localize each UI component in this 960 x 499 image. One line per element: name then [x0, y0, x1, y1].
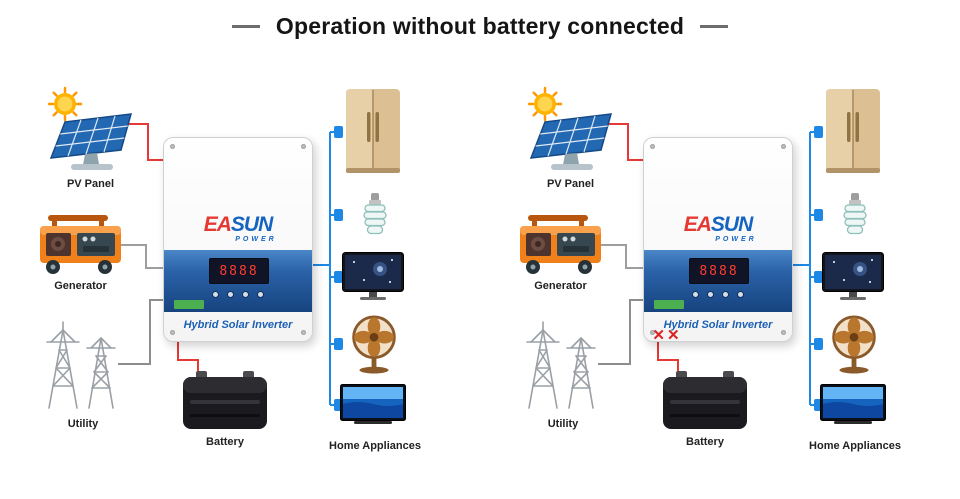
diagram-battery-connected: PV Panel Generator: [28, 72, 478, 484]
battery-label: Battery: [686, 436, 724, 448]
fan-icon: [826, 314, 882, 374]
inverter-product-name: Hybrid Solar Inverter: [183, 319, 293, 331]
inverter-lcd-display: 8888: [209, 258, 269, 284]
home-appliances-label: Home Appliances: [329, 440, 421, 452]
monitor-icon: [822, 252, 884, 302]
tv-icon: [820, 384, 886, 426]
inverter-product-name: Hybrid Solar Inverter: [663, 319, 773, 331]
pv-panel-icon: [43, 86, 138, 174]
tv-icon: [340, 384, 406, 426]
screw-icon: [650, 330, 655, 335]
fan-icon: [346, 314, 402, 374]
green-sticker: [174, 300, 204, 309]
monitor-icon: [342, 252, 404, 302]
title-rule-left: [231, 24, 260, 28]
battery-disconnect-x-marks: ✕✕: [652, 327, 682, 344]
diagram-battery-disconnected: PV Panel Generator: [508, 72, 958, 484]
battery-label: Battery: [206, 436, 244, 448]
logo-ea: EA: [683, 213, 712, 236]
pv-panel-icon: [523, 86, 618, 174]
hybrid-inverter: EASUN POWER 8888 Hybrid Solar Inverter: [163, 137, 313, 342]
lcd-digits: 8888: [699, 263, 739, 279]
inverter-button: [242, 291, 249, 298]
screw-icon: [170, 144, 175, 149]
utility-label: Utility: [67, 418, 99, 430]
utility-label: Utility: [547, 418, 579, 430]
refrigerator-icon: [344, 88, 402, 176]
inverter-control-panel: 8888: [644, 250, 792, 312]
utility-towers-icon: [523, 316, 603, 412]
pv-panel-label: PV Panel: [546, 178, 595, 190]
generator-icon: [38, 214, 123, 276]
logo-power: POWER: [235, 236, 277, 243]
inverter-buttons: [644, 291, 792, 298]
generator-icon: [518, 214, 603, 276]
generator-label: Generator: [54, 280, 107, 292]
screw-icon: [301, 330, 306, 335]
inverter-button: [692, 291, 699, 298]
refrigerator-icon: [824, 88, 882, 176]
inverter-control-panel: 8888: [164, 250, 312, 312]
green-sticker: [654, 300, 684, 309]
easun-power-logo: EASUN POWER: [164, 214, 312, 243]
pv-panel-label: PV Panel: [66, 178, 115, 190]
hybrid-inverter: EASUN POWER 8888 Hybrid Solar Inverter: [643, 137, 793, 342]
battery-icon: [180, 370, 270, 432]
generator-label: Generator: [534, 280, 587, 292]
logo-power: POWER: [715, 236, 757, 243]
title-rule-right: [700, 24, 729, 28]
easun-power-logo: EASUN POWER: [644, 214, 792, 243]
inverter-buttons: [164, 291, 312, 298]
screw-icon: [781, 144, 786, 149]
inverter-button: [707, 291, 714, 298]
cfl-bulb-icon: [840, 192, 870, 238]
logo-sun: SUN: [710, 213, 753, 236]
inverter-lcd-display: 8888: [689, 258, 749, 284]
inverter-button: [227, 291, 234, 298]
screw-icon: [170, 330, 175, 335]
home-appliances-label: Home Appliances: [809, 440, 901, 452]
logo-sun: SUN: [230, 213, 273, 236]
screw-icon: [301, 144, 306, 149]
cfl-bulb-icon: [360, 192, 390, 238]
lcd-digits: 8888: [219, 263, 259, 279]
logo-ea: EA: [203, 213, 232, 236]
utility-towers-icon: [43, 316, 123, 412]
screw-icon: [650, 144, 655, 149]
title-row: Operation without battery connected: [0, 6, 960, 46]
inverter-button: [722, 291, 729, 298]
inverter-button: [257, 291, 264, 298]
screw-icon: [781, 330, 786, 335]
inverter-button: [212, 291, 219, 298]
inverter-button: [737, 291, 744, 298]
battery-icon: [660, 370, 750, 432]
page-title: Operation without battery connected: [275, 12, 685, 39]
